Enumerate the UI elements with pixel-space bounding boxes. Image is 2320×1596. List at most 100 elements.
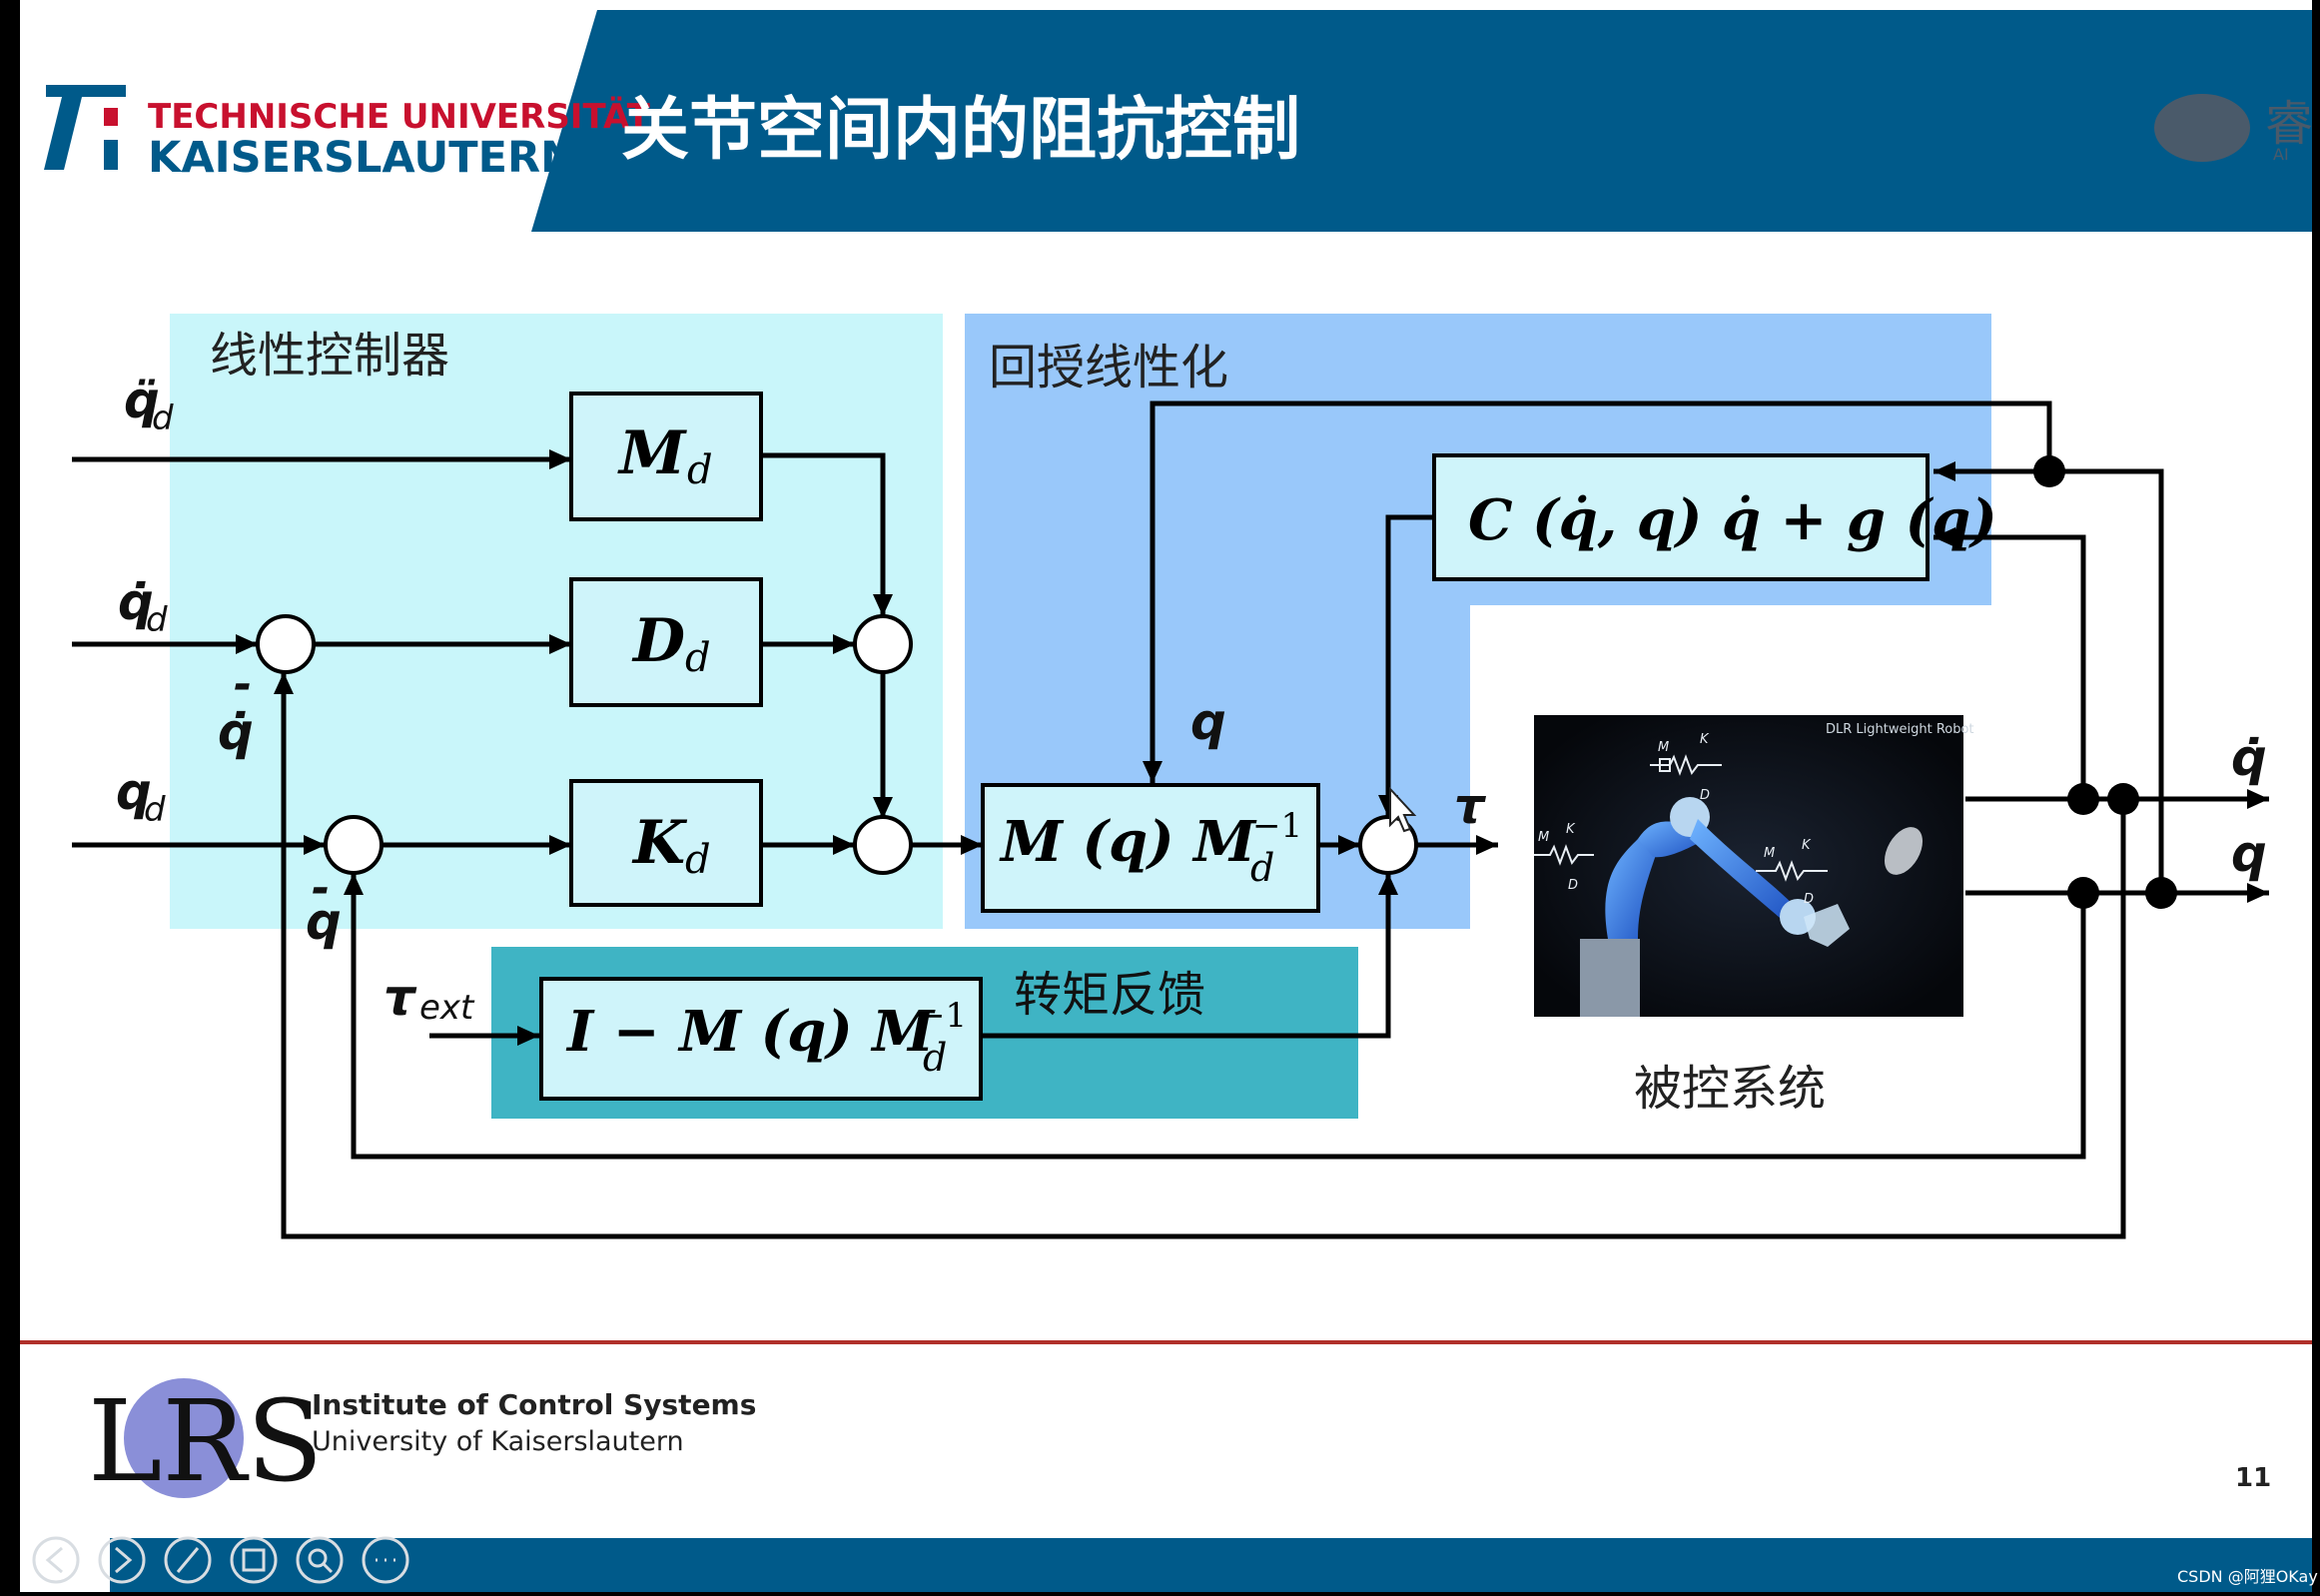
summing-junctions — [256, 614, 1418, 875]
block-md-main: M — [617, 418, 687, 488]
label-minus-qdot: q̇ — [218, 703, 254, 761]
spring-icon-3 — [1756, 860, 1828, 882]
robot-image-caption: DLR Lightweight Robot — [1826, 722, 1974, 737]
sum-c — [1358, 815, 1418, 875]
block-kd-main: K — [631, 808, 688, 878]
more-icon[interactable] — [362, 1536, 409, 1584]
junction-q-2 — [2145, 877, 2177, 909]
robot-object — [1885, 827, 1923, 875]
junctions — [2033, 455, 2177, 909]
junction-qdot-2 — [2107, 783, 2139, 815]
robot-hand — [1804, 904, 1850, 947]
label-output-qdot: q̇ — [2231, 729, 2267, 787]
presentation-toolbar — [32, 1536, 409, 1584]
label-q-d: q — [116, 763, 152, 821]
page-title: 关节空间内的阻抗控制 — [621, 91, 1300, 170]
wire-torque-to-sumc — [981, 873, 1398, 1039]
block-mass-main: M (q) M — [999, 809, 1257, 875]
page-number: 11 — [2235, 1463, 2271, 1493]
label-minus-qdot-sign: - — [234, 659, 252, 710]
label-q-in: q — [1190, 693, 1226, 751]
slides-icon[interactable] — [230, 1536, 278, 1584]
header: TECHNISCHE UNIVERSITÄT KAISERSLAUTERN 关节… — [44, 10, 2313, 232]
footer-institute: Institute of Control Systems — [312, 1388, 756, 1421]
spring-damper-icons — [1534, 754, 1828, 882]
block-coriolis-formula: C (q̇, q) q̇ + g (q) — [1468, 487, 1997, 553]
wire-coriolis-to-sumc — [1378, 514, 1434, 817]
feedback-linearization-label: 回授线性化 — [989, 340, 1228, 396]
pen-icon[interactable] — [164, 1536, 212, 1584]
spring-label-d2: D — [1568, 878, 1578, 893]
block-torque-sup: −1 — [917, 996, 967, 1036]
corner-logo-subtext: AI — [2273, 145, 2289, 164]
spring-label-d3: D — [1804, 892, 1814, 907]
block-coriolis-frame — [1432, 453, 1930, 581]
lrs-logo-text: LRS — [88, 1377, 323, 1507]
logo-red-square — [104, 108, 118, 126]
wire-qdot-feedback — [274, 672, 2126, 1239]
wire-q-feedback — [344, 873, 2086, 1160]
label-tau-ext-sub: ext — [419, 988, 475, 1028]
block-kd-sub: d — [685, 837, 711, 883]
junction-qdot-1 — [2067, 783, 2099, 815]
robot-link-3 — [1690, 819, 1798, 923]
spring-label-k2: K — [1566, 822, 1576, 837]
corner-logo-text: 睿 — [2265, 96, 2313, 152]
wire-q-to-coriolis — [1933, 461, 2164, 893]
label-q-d-sub: d — [144, 790, 166, 830]
label-output-q: q — [2231, 825, 2267, 883]
wire-md-to-sum — [761, 452, 893, 616]
spring-label-d1: D — [1700, 788, 1710, 803]
wire-qdot-to-coriolis — [1933, 527, 2086, 799]
block-md-sub: d — [687, 447, 713, 493]
block-md-frame — [569, 392, 763, 521]
block-torque-main: I − M (q) M — [565, 999, 936, 1065]
back-icon[interactable] — [32, 1536, 80, 1584]
lrs-logo-circle — [124, 1378, 244, 1498]
spring-label-m1: M — [1658, 740, 1669, 755]
header-title-bar — [531, 10, 2312, 232]
label-qd-d: q̇ — [118, 573, 154, 631]
label-qd-d-sub: d — [146, 600, 168, 640]
label-minus-q: q — [306, 893, 342, 951]
block-mass-sub: d — [1250, 846, 1274, 890]
junction-q-1 — [2067, 877, 2099, 909]
mass-icon-1 — [1659, 758, 1671, 772]
footer-university: University of Kaiserslautern — [312, 1426, 684, 1457]
label-qdd-d: q̈ — [124, 372, 160, 429]
block-mass: M (q) M −1 d — [981, 783, 1320, 913]
block-coriolis: C (q̇, q) q̇ + g (q) — [1432, 453, 1997, 581]
spring-label-m3: M — [1764, 846, 1775, 861]
spring-label-m2: M — [1538, 830, 1549, 845]
sum-position — [324, 815, 384, 875]
corner-logo-icon — [2154, 94, 2250, 162]
torque-feedback-label: 转矩反馈 — [1014, 967, 1205, 1023]
block-dd-frame — [569, 577, 763, 707]
lrs-logo: LRS — [88, 1377, 323, 1507]
block-md: M d — [569, 392, 763, 521]
spring-icon-2 — [1534, 844, 1594, 866]
linear-controller-label: 线性控制器 — [210, 328, 449, 384]
zoom-icon[interactable] — [296, 1536, 344, 1584]
logo-text-line2: KAISERSLAUTERN — [148, 133, 576, 183]
label-tau: τ — [1454, 779, 1487, 835]
signal-labels: q̈ d q̇ d q d - q̇ - q q τ τ ext q̇ q — [116, 372, 2267, 1028]
robot-image: DLR Lightweight Robot M K D M K D M K D — [1534, 715, 1974, 1017]
logo-bar-slant — [44, 97, 82, 170]
spring-icon-labels: M K D M K D M K D — [1538, 732, 1814, 907]
robot-link-1 — [1605, 839, 1658, 939]
bottom-bar — [110, 1538, 2312, 1592]
logo-blue-square — [104, 140, 118, 170]
block-torque-sub: d — [923, 1036, 947, 1080]
forward-icon[interactable] — [98, 1536, 146, 1584]
label-tau-ext: τ — [384, 969, 417, 1027]
block-torque: I − M (q) M −1 d — [539, 977, 983, 1101]
block-kd: K d — [569, 779, 763, 907]
spring-label-k1: K — [1700, 732, 1710, 747]
logo-bar-top — [46, 85, 126, 97]
tuk-logo: TECHNISCHE UNIVERSITÄT KAISERSLAUTERN — [44, 85, 651, 183]
block-mass-frame — [981, 783, 1320, 913]
block-dd-main: D — [631, 606, 685, 676]
